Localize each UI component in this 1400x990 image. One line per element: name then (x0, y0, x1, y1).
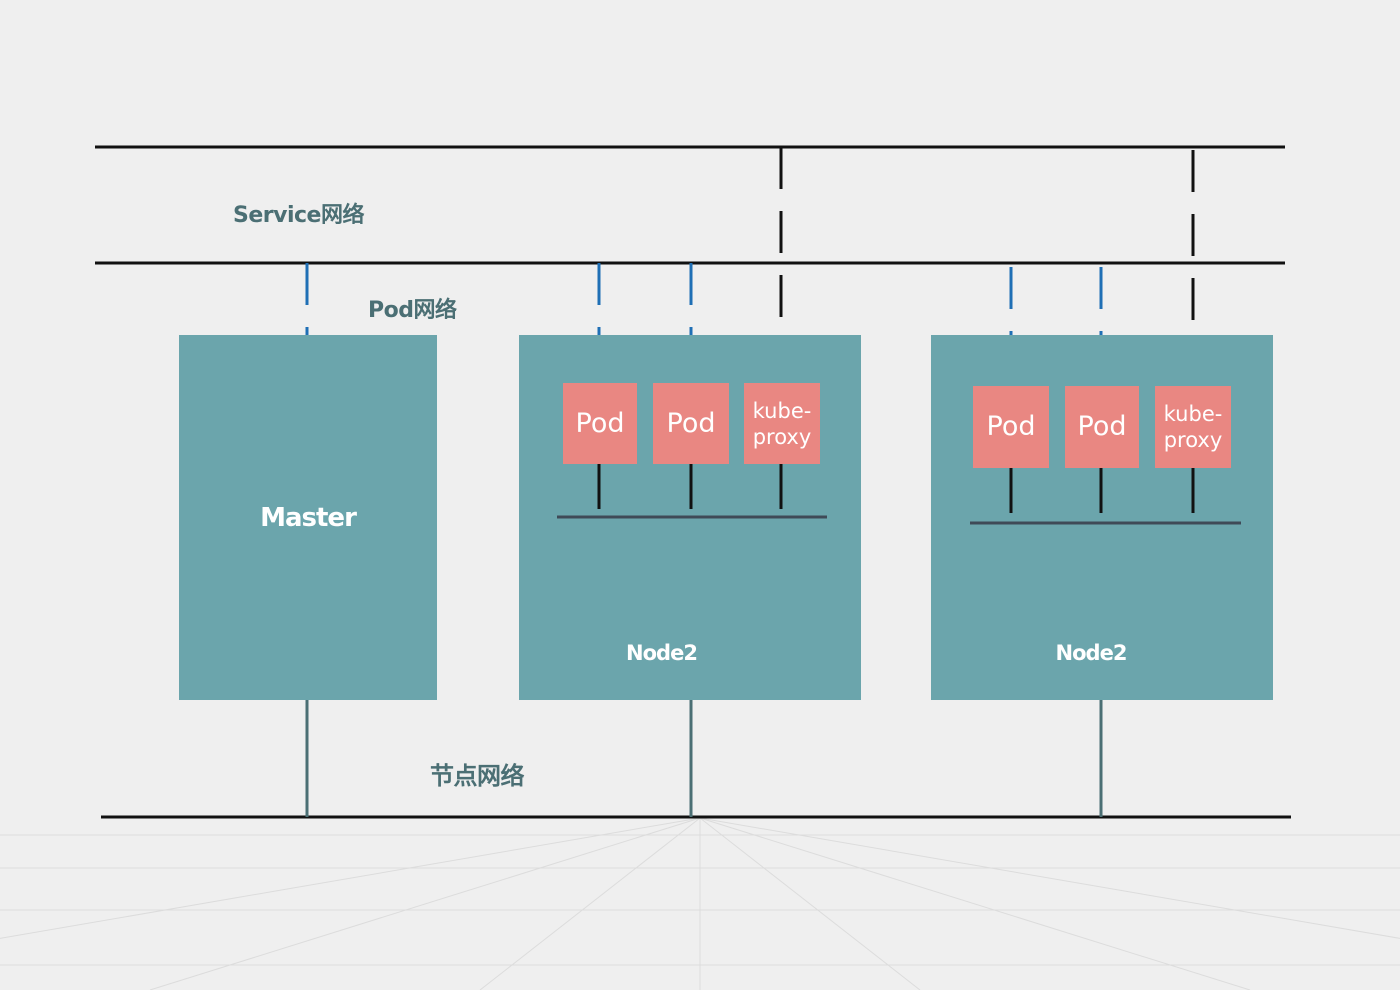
node-1-label: Node2 (626, 641, 698, 665)
floor-grid (0, 817, 1400, 990)
node1-pod-1: Pod (563, 383, 637, 464)
pod-network-label: Pod网络 (368, 298, 457, 323)
node2-kube-proxy: kube- proxy (1155, 386, 1231, 468)
node-2-label: Node2 (1055, 641, 1128, 665)
node2-pod-1: Pod (973, 386, 1049, 468)
node1-kube-proxy: kube- proxy (744, 383, 820, 464)
service-network-label: Service网络 (233, 203, 364, 228)
master-label: Master (260, 503, 357, 533)
node2-pod-2: Pod (1065, 386, 1139, 468)
node-network-label: 节点网络 (430, 762, 525, 790)
node1-pod-2: Pod (653, 383, 729, 464)
master-box: Master (179, 335, 437, 700)
